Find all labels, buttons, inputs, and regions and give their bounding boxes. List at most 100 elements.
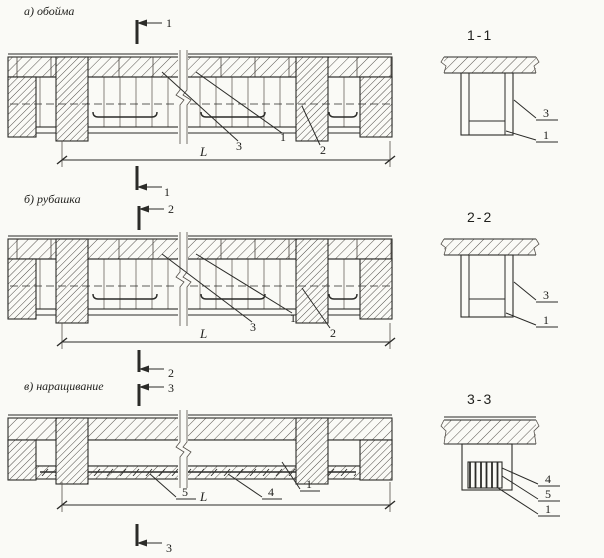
leader-line (195, 253, 293, 314)
panel-b-label: б) рубашка (24, 192, 81, 206)
callout-number: 4 (268, 485, 274, 499)
callout-number: 1 (543, 128, 549, 142)
cut-number: 3 (166, 541, 172, 555)
jacket-outline (460, 72, 514, 136)
break-line (440, 419, 447, 445)
added-layer-bars (467, 461, 503, 489)
leader-line (161, 71, 239, 142)
dim-tick (384, 337, 396, 347)
rebar-hook (92, 293, 158, 300)
section-title: 1-1 (467, 27, 493, 43)
leader-line (513, 281, 537, 301)
section-cut-marker-2-bottom: 2 (137, 350, 174, 380)
beam-elevation-b (7, 232, 393, 329)
callout-number: 1 (306, 477, 312, 491)
leader-line (301, 287, 331, 329)
dimension-L: L (56, 323, 396, 349)
break-line (440, 56, 447, 74)
support-column (359, 439, 393, 481)
leader-line (513, 99, 537, 119)
slab-cut (444, 57, 536, 73)
panel-a-label: а) обойма (24, 4, 74, 18)
panel-v-label: в) наращивание (24, 379, 104, 393)
slab-cut (444, 239, 536, 255)
section-title: 2-2 (467, 209, 493, 225)
leader-line (497, 487, 539, 515)
callout-number: 1 (543, 313, 549, 327)
section-detail-3-3: 3-3 4 5 1 (440, 391, 560, 517)
callout-number: 5 (182, 485, 188, 499)
cut-arrow-icon (139, 383, 149, 391)
callout-number: 3 (543, 106, 549, 120)
support-column (359, 76, 393, 138)
leader-line (301, 105, 321, 146)
cut-arrow-icon (137, 183, 147, 191)
leader-line (505, 312, 537, 326)
leader-line (281, 461, 301, 490)
panel-b: б) рубашка 2 (7, 192, 396, 380)
callout-number: 5 (545, 487, 551, 501)
rebar-hook (328, 111, 358, 118)
jacket-outline (460, 254, 514, 318)
section-cut-marker-3-bottom: 3 (135, 524, 172, 555)
support-column (295, 417, 329, 485)
support-column (7, 258, 37, 320)
section-cut-marker-3-top: 3 (137, 381, 174, 406)
beam-elevation-v (7, 410, 393, 500)
callout-number: 2 (320, 143, 326, 157)
cut-number: 2 (168, 202, 174, 216)
cut-arrow-icon (137, 19, 147, 27)
cut-number: 3 (168, 381, 174, 395)
support-column (295, 238, 329, 324)
cut-arrow-icon (139, 365, 149, 373)
dimension-label: L (199, 489, 207, 504)
rebar-hook (200, 111, 266, 118)
support-column (7, 76, 37, 138)
break-line (175, 232, 185, 326)
new-concrete (468, 120, 506, 136)
break-line (533, 238, 540, 256)
break-line (182, 50, 192, 144)
break-line (533, 419, 540, 445)
cut-number: 1 (164, 185, 170, 199)
leader-line (505, 130, 537, 141)
support-column (55, 417, 89, 485)
cut-arrow-icon (139, 205, 149, 213)
break-line (175, 410, 185, 488)
support-column (359, 258, 393, 320)
leader-line (195, 71, 283, 134)
section-cut-marker-1-bottom: 1 (135, 166, 170, 199)
section-cut-marker-2-top: 2 (137, 202, 174, 230)
callout-number: 3 (236, 139, 242, 153)
break-line (182, 410, 192, 488)
dim-tick (56, 337, 68, 347)
dimension-L: L (56, 482, 396, 512)
dim-tick (384, 500, 396, 510)
break-line (440, 238, 447, 256)
dim-tick (56, 500, 68, 510)
cut-number: 1 (166, 16, 172, 30)
rebar-hook (328, 293, 358, 300)
callout-number: 3 (250, 320, 256, 334)
leader-line (161, 253, 253, 323)
support-column (7, 439, 37, 481)
support-column (55, 56, 89, 142)
section-cut-marker-1-top: 1 (135, 16, 172, 44)
callout-number: 3 (543, 288, 549, 302)
callout-number: 4 (545, 472, 551, 486)
leader-line (501, 467, 539, 485)
slab-cut (444, 420, 536, 444)
rebar-hook (92, 111, 158, 118)
callout-number: 1 (545, 502, 551, 516)
section-detail-1-1: 1-1 3 1 (440, 27, 558, 143)
dim-tick (56, 155, 68, 165)
panel-v: в) наращивание 3 (7, 379, 396, 555)
callout-number: 1 (290, 311, 296, 325)
dimension-L: L (56, 141, 396, 167)
break-line (175, 50, 185, 144)
cut-number: 2 (168, 366, 174, 380)
beam-elevation-a (7, 50, 393, 146)
dimension-label: L (199, 326, 207, 341)
